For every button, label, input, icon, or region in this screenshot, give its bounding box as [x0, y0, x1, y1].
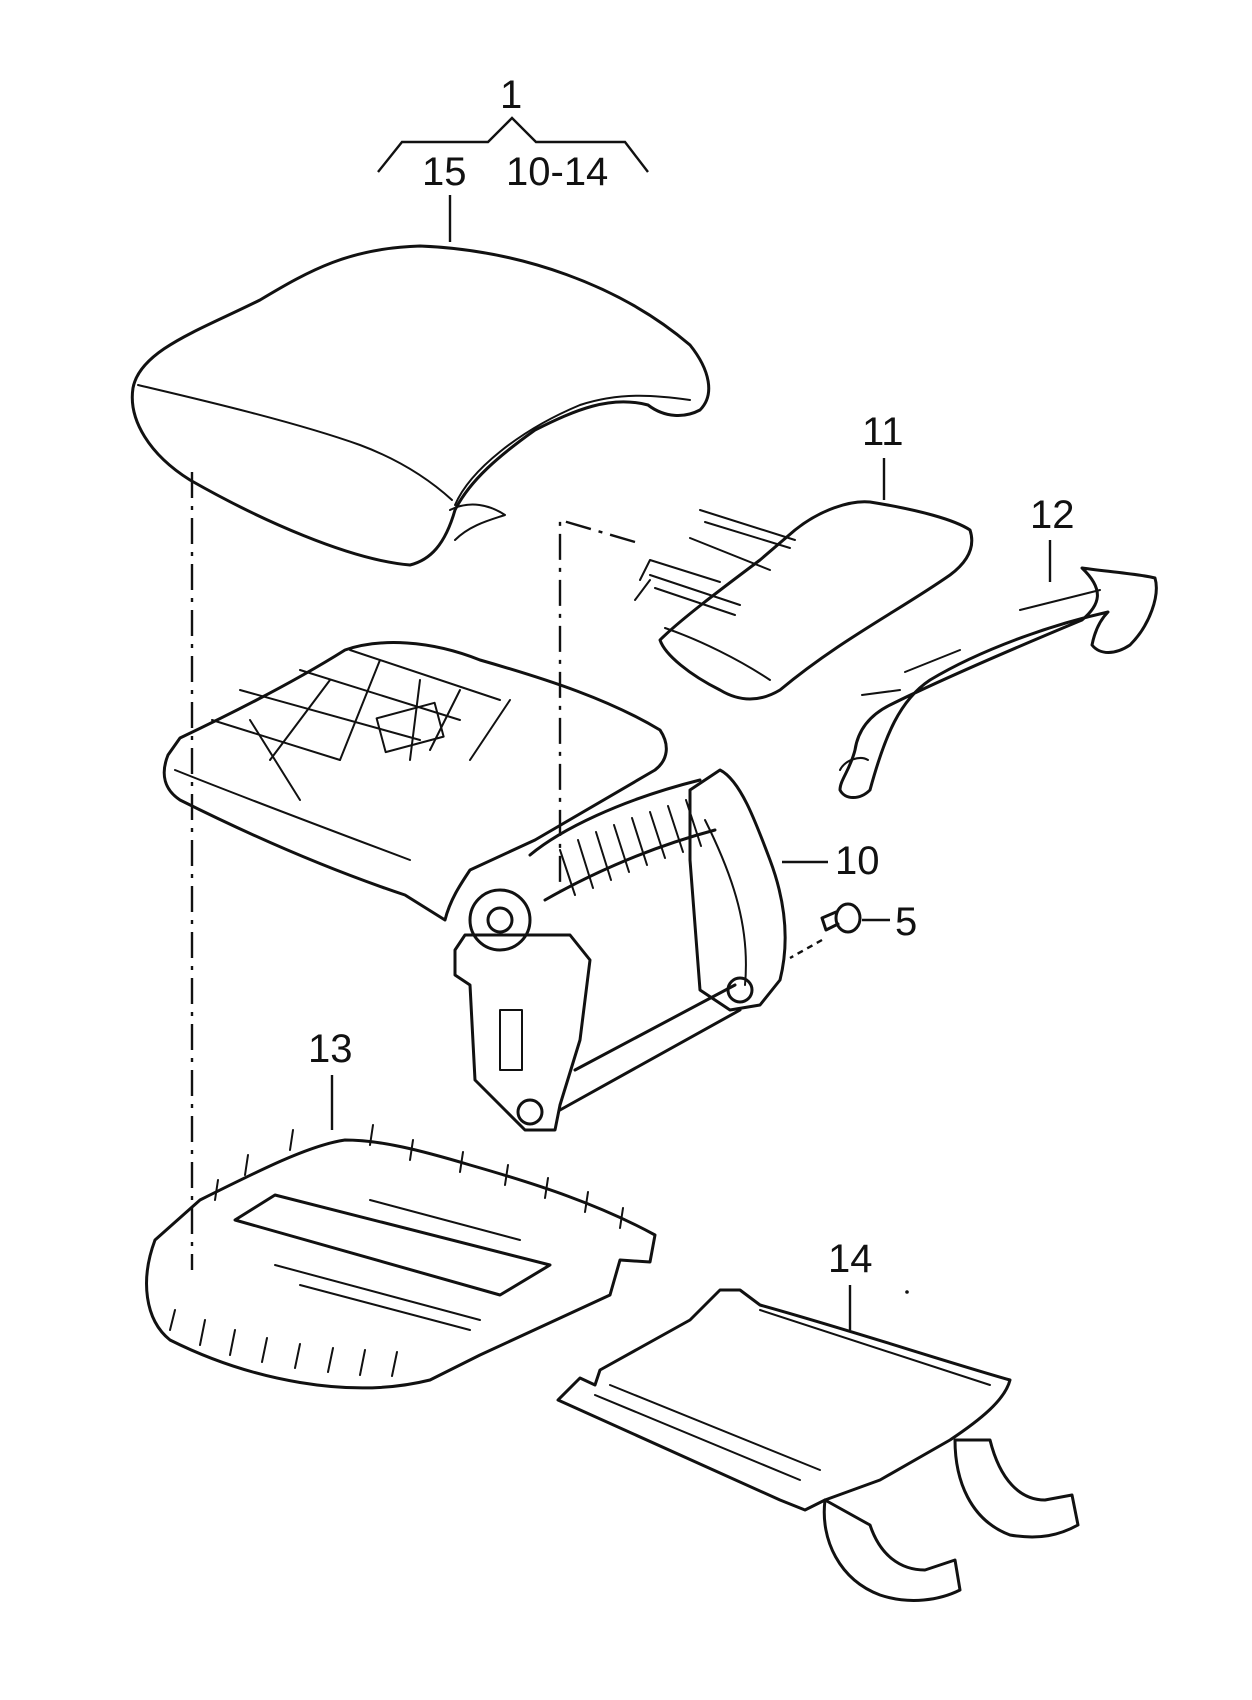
plate-ribs	[274, 1199, 521, 1331]
screw-part: 5	[789, 900, 917, 960]
plate-back-clips	[214, 1124, 624, 1229]
hinge-frame-part: 10	[162, 641, 880, 1132]
label-trim-strip: 12	[1030, 493, 1075, 537]
label-hinge-insert: 11	[862, 410, 904, 454]
plate-outline	[145, 1138, 657, 1390]
label-assembly-range: 10-14	[506, 150, 608, 194]
label-assembly: 1	[500, 73, 522, 117]
insert-front-edge	[664, 627, 771, 681]
label-screw: 5	[895, 900, 917, 944]
lid-edge-line	[137, 384, 453, 501]
tray-ledges	[594, 1309, 991, 1481]
right-frame	[688, 768, 787, 1012]
trim-details	[839, 589, 1101, 771]
cup-arc-left	[822, 1498, 962, 1602]
label-hinge-frame: 10	[835, 839, 880, 883]
assembly-axis-insert	[558, 518, 636, 890]
cup-arc-right	[953, 1438, 1080, 1539]
label-base-plate: 13	[308, 1027, 353, 1071]
crossbar-top	[573, 983, 737, 1072]
screw-shank	[820, 910, 840, 932]
crossbar-bottom	[558, 1008, 742, 1112]
base-plate-part: 13	[145, 1027, 657, 1390]
assembly-bracket: 1 15 10-14	[377, 73, 649, 242]
hinge-spring	[528, 778, 717, 902]
bracket-bolt	[516, 1098, 544, 1126]
base-tray-outline	[162, 641, 668, 922]
left-bracket	[453, 933, 592, 1132]
plate-front-clips	[169, 1309, 398, 1377]
spring-top-line	[528, 778, 702, 857]
bracket-slot	[499, 1009, 523, 1071]
trim-outline	[838, 566, 1158, 799]
bracket-line	[377, 116, 649, 173]
base-tray-ribs	[174, 649, 501, 861]
plate-recess	[233, 1193, 552, 1297]
trim-strip-part: 12	[838, 493, 1158, 799]
label-assembly-cover: 15	[422, 150, 467, 194]
cup-holder-part: 14	[556, 1237, 1080, 1602]
registration-dot	[905, 1290, 909, 1294]
lid-outline	[130, 244, 711, 567]
spring-coils	[559, 799, 702, 896]
insert-clip-left	[634, 559, 721, 601]
hinge-insert-part: 11	[634, 410, 974, 701]
insert-body	[658, 500, 974, 701]
label-cup-holder: 14	[828, 1237, 873, 1281]
lid-lower-edge	[454, 394, 691, 506]
pivot-inner	[486, 906, 514, 934]
base-tray-pocket	[375, 701, 445, 754]
base-tray-cross-ribs	[249, 659, 511, 801]
lid-side-curve	[449, 503, 506, 541]
insert-rails	[649, 509, 796, 616]
crossbar-pivot	[726, 976, 754, 1004]
lid-cover-part	[130, 244, 711, 567]
screw-head	[834, 902, 862, 934]
pivot-outer	[468, 888, 532, 952]
right-frame-detail	[704, 819, 747, 986]
screw-axis	[789, 938, 823, 960]
tray-outline	[556, 1288, 1012, 1512]
